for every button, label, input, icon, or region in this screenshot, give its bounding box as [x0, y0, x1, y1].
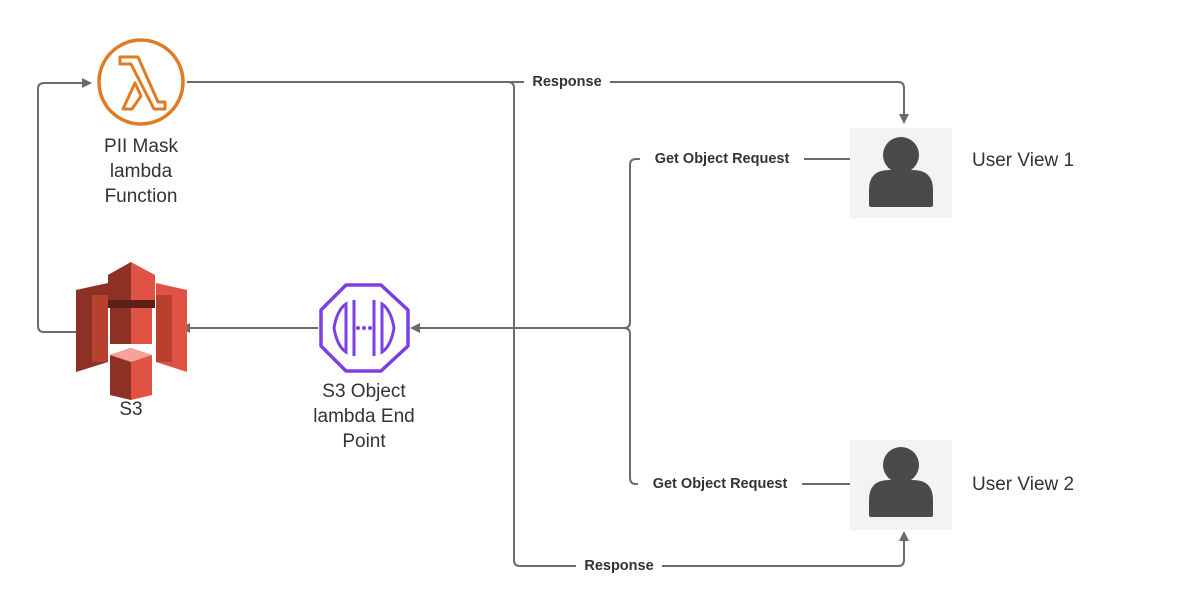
endpoint-label-line-2: lambda End: [313, 406, 414, 427]
edge-label-request-user1: Get Object Request: [655, 151, 790, 167]
lambda-label-line-1: PII Mask: [104, 136, 178, 157]
endpoint-label-line-1: S3 Object: [322, 381, 406, 402]
lambda-node: PII Mask lambda Function: [97, 38, 185, 207]
connector-user2-to-endpoint: [623, 327, 850, 485]
user-view-1-node: User View 1: [850, 128, 1074, 218]
edge-label-request-user2: Get Object Request: [653, 476, 788, 492]
s3-node: S3: [76, 262, 187, 420]
s3-bucket-icon: [76, 262, 187, 400]
s3-object-lambda-endpoint-icon: [319, 283, 410, 373]
user-view-1-label: User View 1: [972, 150, 1074, 171]
user-view-2-label: User View 2: [972, 474, 1074, 495]
edge-label-response-top: Response: [532, 74, 601, 90]
lambda-label-line-2: lambda: [110, 161, 173, 182]
connector-lambda-to-user2: [187, 81, 909, 567]
user-icon: [850, 440, 952, 530]
connector-user1-to-endpoint: [410, 158, 850, 333]
endpoint-node: S3 Object lambda End Point: [313, 283, 415, 452]
s3-label: S3: [119, 399, 142, 420]
connector-lambda-to-user1: [187, 81, 909, 124]
endpoint-label-line-3: Point: [342, 431, 386, 452]
user-view-2-node: User View 2: [850, 440, 1074, 530]
edge-label-response-bottom: Response: [584, 558, 653, 574]
user-icon: [850, 128, 952, 218]
lambda-icon: [97, 38, 185, 126]
lambda-label-line-3: Function: [105, 186, 178, 207]
connector-s3-to-lambda: [37, 78, 92, 333]
